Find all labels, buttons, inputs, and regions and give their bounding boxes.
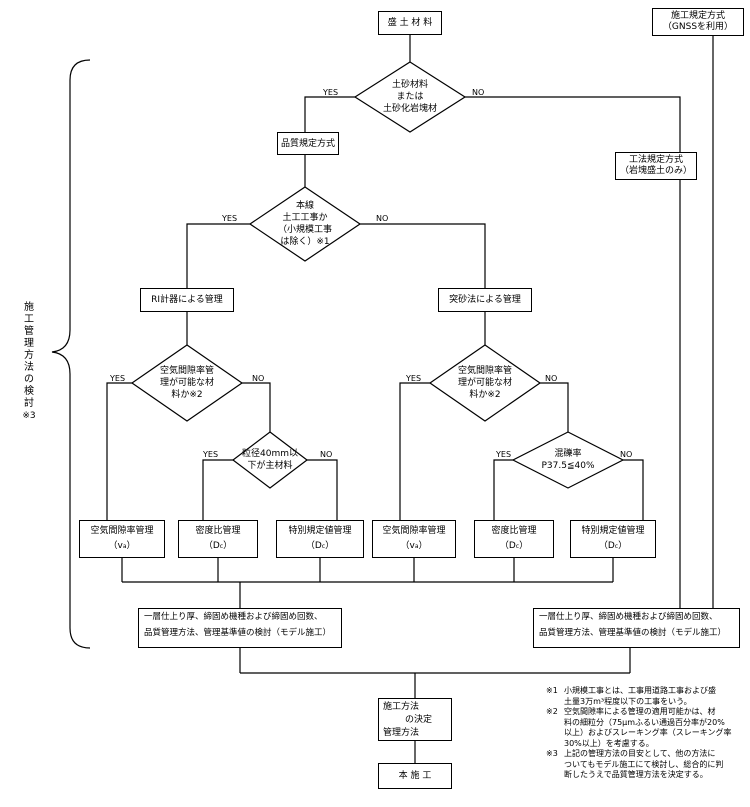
trial2-label-1: 一層仕上り厚、締固め機種および締固め回数、 [539,612,718,622]
diamond-d5 [428,344,542,422]
d2-no: NO [376,214,389,223]
ri-box: RI計器による管理 [140,288,234,312]
method-label-1: 工法規定方式 [628,155,683,165]
d5-no: NO [545,374,558,383]
sand-box: 突砂法による管理 [438,288,532,312]
d6-no: NO [620,450,633,459]
method-box: 工法規定方式 （岩塊盛土のみ） [615,152,697,180]
notes: ※1 小規模工事とは、工事用道路工事および盛土量3万m³程度以下の工事をいう。 … [546,686,746,781]
note-2: ※2 空気間隙率による管理の適用可能かは、材料の細粒分（75μmふるい通過百分率… [546,707,732,748]
trial1-label-2: 品質管理方法、管理基準値の検討（モデル施工） [144,628,332,638]
d4-yes: YES [203,450,219,459]
decide-box: 施工方法 の決定 管理方法 [378,698,452,741]
d5-text: 空気間隙率管理が可能な材料か※2 [457,366,512,400]
final-label: 本 施 工 [398,771,432,781]
d3-yes: YES [110,374,126,383]
b6-symbol: （Dc） [598,541,628,551]
d2-text: 本線土工工事か（小規模工事は除く）※1 [277,201,332,247]
diamond-d1 [353,61,467,133]
quality-label: 品質規定方式 [280,138,335,149]
diamond-d4 [232,431,308,489]
decide-label-3: 管理方法 [383,728,420,738]
method-label-2: （岩塊盛土のみ） [619,166,692,176]
b3-box: 特別規定値管理 （Dc） [276,520,364,558]
trial1-box: 一層仕上り厚、締固め機種および締固め回数、 品質管理方法、管理基準値の検討（モデ… [138,608,342,648]
trial2-box: 一層仕上り厚、締固め機種および締固め回数、 品質管理方法、管理基準値の検討（モデ… [533,608,740,648]
sand-label: 突砂法による管理 [449,295,521,305]
b5-label: 密度比管理 [491,526,537,536]
trial1-label-1: 一層仕上り厚、締固め機種および締固め回数、 [144,612,323,622]
b1-box: 空気間隙率管理 （va） [79,520,165,558]
b4-label: 空気間隙率管理 [382,526,446,536]
b1-symbol: （va） [108,541,136,551]
b3-label: 特別規定値管理 [288,526,352,536]
d6-yes: YES [496,450,512,459]
note-3: ※3 上記の管理方法の目安として、他の方法についてもモデル施工にて検討し、総合的… [546,749,724,779]
b4-box: 空気間隙率管理 （va） [372,520,456,558]
b5-symbol: （Dc） [499,541,529,551]
b1-label: 空気間隙率管理 [90,526,154,536]
side-label-note: ※3 [22,411,36,421]
d1-text: 土砂材料または土砂化岩塊材 [382,80,437,114]
b2-box: 密度比管理 （Dc） [178,520,258,558]
b5-box: 密度比管理 （Dc） [474,520,554,558]
gnss-box: 施工規定方式 （GNSSを利用） [652,8,744,36]
b2-symbol: （Dc） [203,541,233,551]
d4-no: NO [320,450,333,459]
start-box: 盛 土 材 料 [378,11,442,35]
d5-yes: YES [406,374,422,383]
note-1: ※1 小規模工事とは、工事用道路工事および盛土量3万m³程度以下の工事をいう。 [546,686,716,706]
trial2-label-2: 品質管理方法、管理基準値の検討（モデル施工） [539,628,727,638]
side-label: 施工管理方法の検討 [24,302,34,409]
decide-label-2: の決定 [405,715,433,725]
d1-yes: YES [323,88,339,97]
quality-box: 品質規定方式 [277,132,339,155]
b4-symbol: （va） [400,541,428,551]
diamond-d6 [511,431,625,489]
ri-label: RI計器による管理 [151,295,223,305]
d3-no: NO [252,374,265,383]
b2-label: 密度比管理 [195,526,241,536]
decide-label-1: 施工方法 [383,702,420,712]
b6-box: 特別規定値管理 （Dc） [570,520,656,558]
d3-text: 空気間隙率管理が可能な材料か※2 [159,366,214,400]
b3-symbol: （Dc） [305,541,335,551]
final-box: 本 施 工 [378,763,452,789]
side-brace [51,59,91,649]
b6-label: 特別規定値管理 [581,526,645,536]
d4-text: 粒径40mm以下が主材料 [242,449,298,471]
d1-no: NO [472,88,485,97]
diamond-d3 [130,344,244,422]
start-label: 盛 土 材 料 [387,18,433,28]
diamond-d2 [248,186,362,262]
d2-yes: YES [222,214,238,223]
gnss-label-2: （GNSSを利用） [662,22,734,32]
gnss-label-1: 施工規定方式 [670,11,725,21]
